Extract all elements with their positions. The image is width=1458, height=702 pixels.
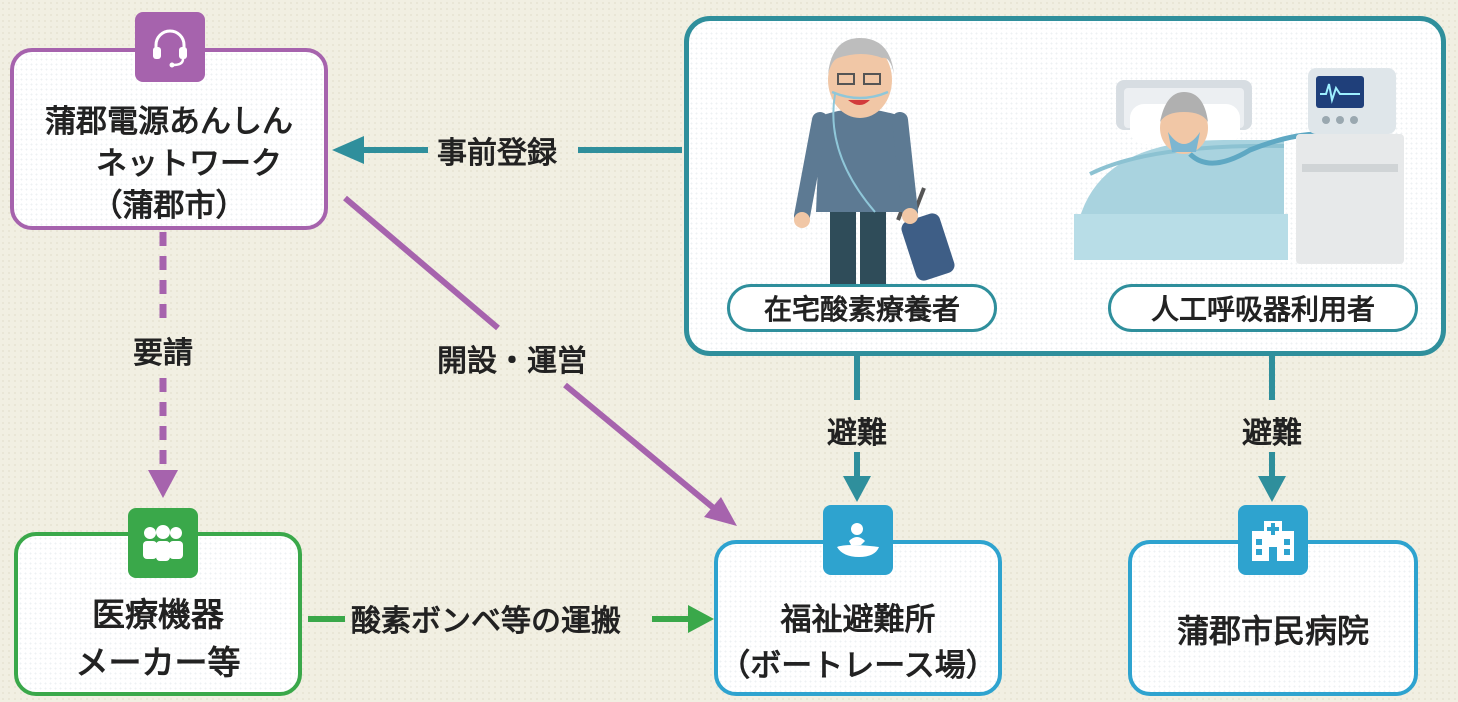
arrowhead-establish [704,497,737,526]
arrowhead-transport [688,605,714,633]
node-shelter-line1: 福祉避難所 [780,602,936,638]
boat-icon [823,505,893,575]
edge-label-establish-operate: 開設・運営 [437,344,587,379]
ventilator-user-illustration [1074,68,1404,264]
user-ventilator-user: 人工呼吸器利用者 [1108,284,1418,332]
edge-establish-bottom [563,382,718,513]
node-shelter: 福祉避難所 （ボートレース場） [714,540,1002,696]
group-icon [128,508,198,578]
node-shelter-line2: （ボートレース場） [719,648,997,684]
hospital-icon [1238,505,1308,575]
arrowhead-evacuate-shelter [843,476,871,502]
headset-icon [135,12,205,82]
edge-label-transport: 酸素ボンベ等の運搬 [351,604,621,639]
node-anshin-network-line1: 蒲郡電源あんしん [45,104,293,140]
edge-label-evacuate-hospital: 避難 [1242,416,1302,451]
node-hospital-line1: 蒲郡市民病院 [1176,612,1369,650]
oxygen-patient-illustration [794,38,955,290]
arrowhead-evacuate-hospital [1258,476,1286,502]
node-manufacturer-line2: メーカー等 [75,643,241,682]
arrowhead-pre-registration [332,136,364,164]
node-anshin-network-line2: ネットワーク [96,146,282,182]
node-anshin-network-line3: （蒲郡市） [91,188,247,224]
edge-label-request: 要請 [133,336,193,371]
user-oxygen-patient: 在宅酸素療養者 [727,284,997,332]
edge-label-pre-registration: 事前登録 [437,136,557,171]
node-manufacturer-line1: 医療機器 [92,595,224,634]
arrowhead-request [148,470,178,498]
edge-label-evacuate-shelter: 避難 [827,416,887,451]
edge-establish-top [343,195,500,331]
